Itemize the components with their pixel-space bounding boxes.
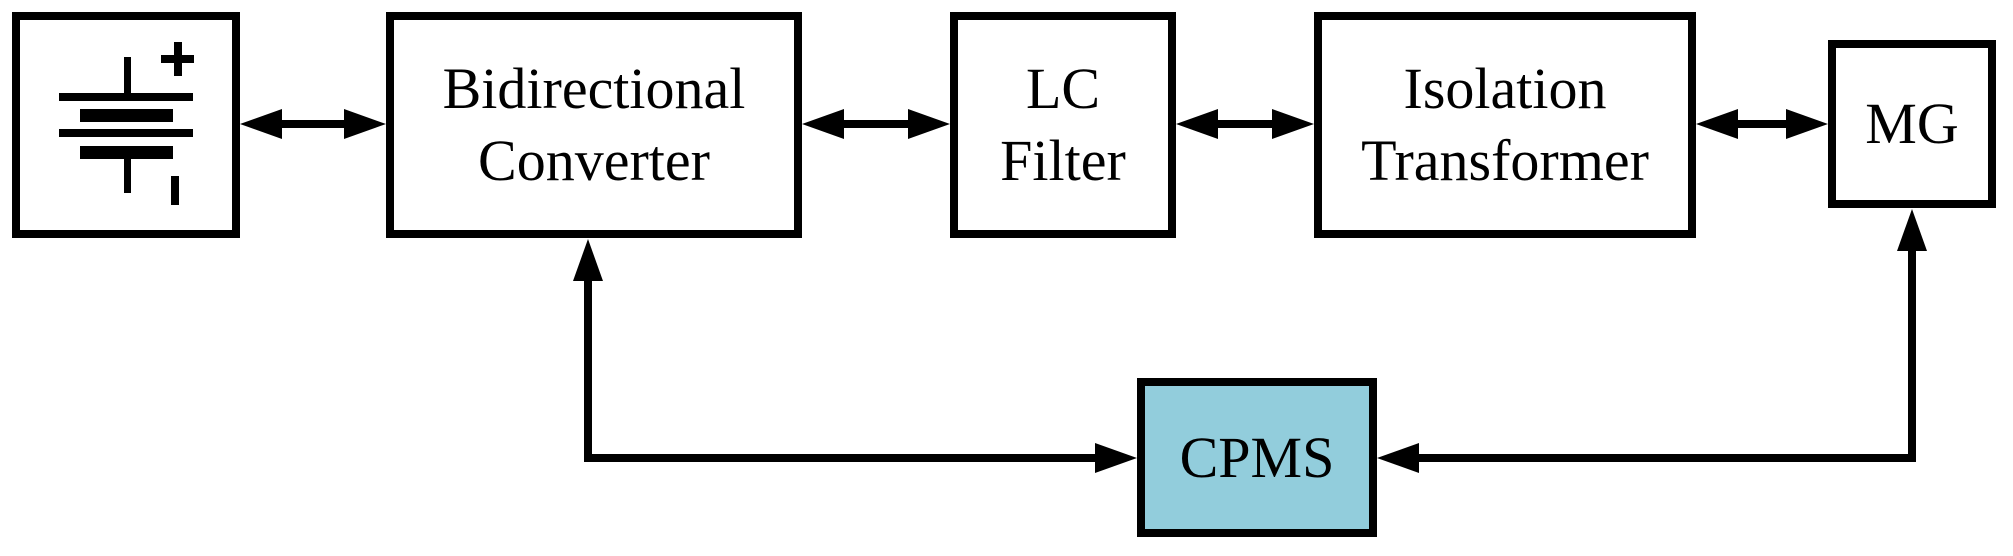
battery-thick-plate-2 bbox=[80, 146, 173, 159]
converter-block: Bidirectional Converter bbox=[386, 12, 802, 238]
lc-filter-label-line2: Filter bbox=[1000, 128, 1126, 193]
isolation-label-line1: Isolation bbox=[1403, 56, 1607, 121]
arrow-battery-converter bbox=[240, 109, 386, 139]
arrow-isolation-mg bbox=[1696, 109, 1828, 139]
battery-thick-plate-1 bbox=[80, 109, 173, 122]
lc-filter-block: LC Filter bbox=[950, 12, 1176, 238]
mg-block: MG bbox=[1828, 40, 1996, 208]
arrow-lcfilter-isolation bbox=[1176, 109, 1314, 139]
cpms-label: CPMS bbox=[1179, 424, 1335, 490]
isolation-label-line2: Transformer bbox=[1361, 128, 1649, 193]
converter-label-line2: Converter bbox=[478, 128, 710, 193]
battery-plus-icon bbox=[161, 42, 194, 76]
converter-label-line1: Bidirectional bbox=[442, 56, 746, 121]
battery-icon bbox=[59, 42, 194, 205]
arrow-converter-lcfilter bbox=[802, 109, 950, 139]
lc-filter-label-line1: LC bbox=[1025, 56, 1101, 121]
arrow-mg-cpms bbox=[1377, 209, 1927, 473]
battery-bottom-terminal bbox=[124, 159, 131, 193]
battery-thin-plate-2 bbox=[59, 129, 193, 137]
battery-block bbox=[12, 12, 240, 238]
battery-thin-plate-1 bbox=[59, 93, 193, 101]
battery-minus-icon bbox=[171, 176, 179, 205]
cpms-block: CPMS bbox=[1137, 378, 1377, 537]
isolation-transformer-block: Isolation Transformer bbox=[1314, 12, 1696, 238]
mg-label: MG bbox=[1865, 91, 1959, 156]
battery-top-terminal bbox=[124, 57, 131, 97]
arrow-converter-cpms bbox=[573, 239, 1137, 473]
